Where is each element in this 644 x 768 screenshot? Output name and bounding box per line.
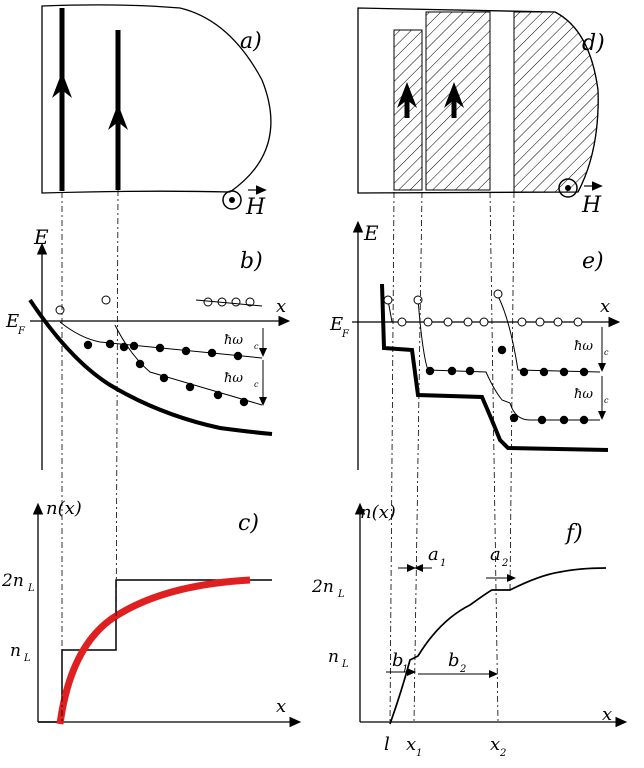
energy-axis-label: E [33,225,49,249]
magnetic-field-icon [558,178,603,198]
tick-x1-label: x [406,734,416,755]
x-axis-label-c: x [276,696,286,717]
self-consistent-density [389,567,607,725]
panel-f-density [354,502,628,728]
cyclotron-gap-sub-e2: c [604,396,609,405]
level-2nl-sub-f: L [337,589,345,600]
panel-f-label: f) [564,521,583,546]
landau-level-2 [114,324,263,406]
cyclotron-gap-sub-1: c [254,342,259,351]
panel-a-label: a) [240,29,262,54]
level-nl-sub-f: L [341,659,349,670]
compressible-bulk [513,11,599,193]
guide-lines-right [389,191,515,723]
tick-x2-label: x [490,734,500,755]
up-arrow-icon [52,72,72,98]
panel-d-sample [357,7,599,194]
energy-axis-label-e: E [363,221,379,245]
occupied-states-2 [119,342,249,407]
level-2nl-label: 2n [1,571,24,591]
landau-level-1 [59,321,263,359]
fermi-energy-label: E [5,311,19,332]
x-axis-label-e: x [600,296,610,317]
fermi-energy-sub-e: F [341,329,350,340]
x-axis-label-f: x [602,704,612,725]
x-axis-label-b: x [276,296,286,317]
tick-x1-sub: 1 [416,748,422,759]
density-axis-label-c: n(x) [46,498,82,519]
screened-potential [380,283,609,452]
tick-l-label: l [384,734,390,755]
level-nl-sub: L [23,653,31,664]
guide-lines-left [61,189,119,722]
cyclotron-gap-label-e1: ħω [574,339,593,354]
panel-b-energy [28,242,291,470]
panel-e-energy [352,220,621,470]
up-arrow-icon [397,82,417,108]
cyclotron-gap-label-1: ħω [224,333,243,348]
level-2nl-label-f: 2n [311,577,334,597]
width-b2-label: b [448,650,460,671]
field-label-left: H [245,195,266,220]
width-b1-sub: 1 [402,664,408,675]
level-2nl-sub: L [27,583,35,594]
width-a2-label: a [490,544,501,565]
potential-edge-curve [28,298,273,436]
up-arrow-icon [108,104,128,130]
panel-b-label: b) [240,249,263,274]
panel-a-sample [41,4,272,194]
width-a1-label: a [428,544,439,565]
panel-d-label: d) [582,31,605,56]
field-label-right: H [581,193,602,218]
tick-x2-sub: 2 [499,748,506,759]
cyclotron-gap-sub-e1: c [604,348,609,357]
fermi-energy-sub: F [17,326,26,337]
empty-states [55,295,255,315]
density-axis-label-f: n(x) [360,502,396,523]
empty-states-e [383,289,583,327]
fermi-energy-label-e: E [329,314,343,335]
up-arrow-icon [444,82,464,108]
level-nl-label: n [10,641,21,661]
classical-density-curve [56,576,251,725]
panel-c-label: c) [238,511,259,536]
width-a2-sub: 2 [501,558,508,569]
cyclotron-gap-sub-2: c [254,380,259,389]
width-a1-sub: 1 [440,558,446,569]
width-b2-sub: 2 [459,664,466,675]
magnetic-field-icon [222,185,267,210]
cyclotron-gap-label-e2: ħω [574,387,593,402]
occupied-states-1 [83,339,243,361]
stepwise-density [38,579,272,723]
level-nl-label-f: n [328,647,339,667]
panel-c-density [32,502,302,728]
panel-e-label: e) [582,249,604,274]
cyclotron-gap-label-2: ħω [224,371,243,386]
occupied-states-e [425,345,589,425]
width-b1-label: b [392,650,404,671]
